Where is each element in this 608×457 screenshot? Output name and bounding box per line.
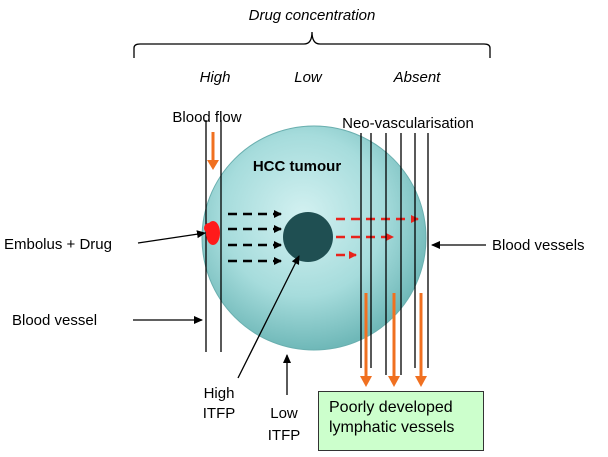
level-high: High [200, 69, 231, 86]
tumour-core [283, 212, 333, 262]
low-itfp-label-line1: Low [270, 405, 298, 422]
lymphatic-box-line1: Poorly developed [329, 399, 453, 416]
neo-vascular-arrows [336, 215, 419, 259]
level-low: Low [294, 69, 323, 86]
level-absent: Absent [393, 69, 442, 86]
blood-vessel-label: Blood vessel [12, 312, 97, 329]
neo-vascularisation-label: Neo-vascularisation [342, 115, 474, 132]
tumour-label: HCC tumour [253, 158, 341, 175]
lymphatic-box-line2: lymphatic vessels [329, 419, 455, 436]
lymphatic-arrows [360, 293, 427, 387]
concentration-bracket [133, 31, 491, 58]
embolus-pointer [137, 230, 206, 244]
neo-vessels [360, 133, 429, 375]
diagram-title: Drug concentration [249, 7, 376, 24]
blood-flow-arrowhead [207, 160, 219, 170]
high-itfp-label-line1: High [204, 385, 235, 402]
drug-diffusion-arrows [228, 210, 282, 265]
blood-flow-label: Blood flow [172, 109, 241, 126]
lymphatic-vessels-box: Poorly developed lymphatic vessels [318, 391, 484, 451]
high-itfp-label-line2: ITFP [203, 405, 236, 422]
embolus-drug-label: Embolus + Drug [4, 236, 112, 253]
high-itfp-pointer [237, 255, 300, 379]
low-itfp-label-line2: ITFP [268, 427, 301, 444]
blood-vessels-label: Blood vessels [492, 237, 585, 254]
